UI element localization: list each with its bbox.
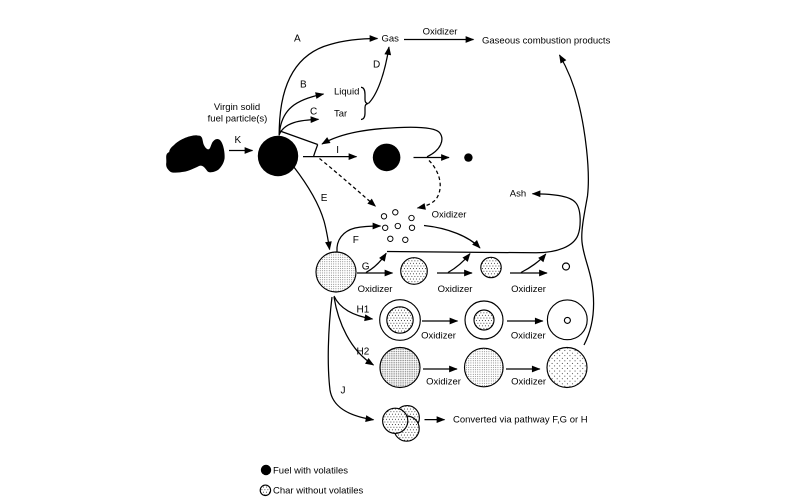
svg-text:B: B <box>300 80 307 91</box>
svg-text:fuel particle(s): fuel particle(s) <box>208 114 268 125</box>
svg-text:F: F <box>353 235 359 246</box>
svg-text:Oxidizer: Oxidizer <box>511 331 546 342</box>
svg-text:K: K <box>235 135 242 146</box>
svg-text:Oxidizer: Oxidizer <box>432 209 467 220</box>
svg-text:Oxidizer: Oxidizer <box>438 284 473 295</box>
svg-text:H1: H1 <box>357 304 370 315</box>
svg-text:G: G <box>362 262 370 273</box>
svg-text:C: C <box>310 107 317 118</box>
svg-text:Gas: Gas <box>382 34 400 45</box>
svg-text:Oxidizer: Oxidizer <box>358 284 393 295</box>
svg-text:A: A <box>294 34 301 45</box>
svg-text:H2: H2 <box>357 346 370 357</box>
svg-text:I: I <box>336 145 339 156</box>
svg-text:Ash: Ash <box>510 188 526 199</box>
svg-text:Oxidizer: Oxidizer <box>423 26 458 37</box>
svg-text:Tar: Tar <box>334 109 347 120</box>
svg-text:E: E <box>321 193 328 204</box>
svg-text:Fuel with volatiles: Fuel with volatiles <box>273 466 348 477</box>
svg-text:J: J <box>341 386 346 397</box>
svg-text:Liquid: Liquid <box>334 87 359 98</box>
svg-text:Oxidizer: Oxidizer <box>426 376 461 387</box>
svg-text:Oxidizer: Oxidizer <box>421 331 456 342</box>
svg-text:Char without volatiles: Char without volatiles <box>273 486 364 497</box>
svg-text:Oxidizer: Oxidizer <box>511 376 546 387</box>
svg-text:Oxidizer: Oxidizer <box>511 284 546 295</box>
svg-text:D: D <box>373 60 380 71</box>
svg-text:Virgin solid: Virgin solid <box>214 102 260 113</box>
svg-text:Converted via pathway F,G or H: Converted via pathway F,G or H <box>453 415 588 426</box>
svg-text:Gaseous combustion products: Gaseous combustion products <box>482 36 611 47</box>
